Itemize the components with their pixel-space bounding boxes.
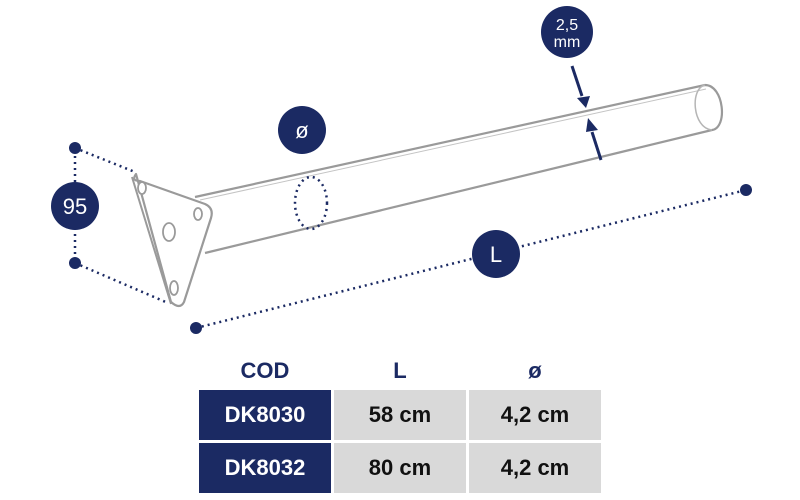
tube-end-cap [694, 84, 713, 131]
thickness-arrow-top-icon [577, 96, 590, 108]
cell-code: DK8030 [199, 390, 331, 443]
plate-hole-right [193, 207, 203, 221]
cell-diameter: 4,2 cm [469, 443, 601, 493]
mounting-plate [131, 172, 213, 308]
plate-edge [131, 176, 172, 305]
spec-table: COD L ø DK8030 58 cm 4,2 cm DK8032 80 cm… [196, 352, 604, 493]
thickness-badge [541, 6, 593, 58]
cell-diameter: 4,2 cm [469, 390, 601, 443]
tube-outline [194, 83, 724, 255]
tube [194, 83, 724, 255]
leg-diagram: 95 L ø 2,5 mm [51, 6, 752, 334]
tube-inner-line [199, 88, 707, 201]
height-dot-bottom [69, 257, 81, 269]
plate-hole-bottom [169, 280, 179, 296]
length-badge-label: L [490, 242, 502, 267]
table-row: DK8032 80 cm 4,2 cm [199, 443, 601, 493]
diameter-badge-label: ø [295, 118, 308, 143]
length-dotted-line [195, 188, 747, 330]
thickness-arrow-bottom-icon [586, 118, 598, 132]
length-badge [472, 230, 520, 278]
length-dot-end [740, 184, 752, 196]
diameter-section-ellipse [293, 175, 329, 231]
height-bottom-leader [74, 261, 169, 305]
thickness-arrow-bottom-shaft [590, 131, 603, 161]
thickness-arrow-top-shaft [570, 65, 584, 97]
table-header-row: COD L ø [199, 352, 601, 390]
plate-hole-center [162, 222, 176, 242]
height-top-leader [74, 146, 136, 174]
cell-length: 58 cm [334, 390, 466, 443]
header-diameter: ø [528, 358, 542, 383]
diameter-dimension: ø [278, 106, 326, 154]
diameter-badge [278, 106, 326, 154]
thickness-badge-unit: mm [554, 34, 581, 51]
height-dot-top [69, 142, 81, 154]
header-cod: COD [240, 358, 290, 383]
plate-hole-top [137, 181, 147, 195]
length-dot-start [190, 322, 202, 334]
header-length: L [393, 358, 407, 383]
height-dimension: 95 [51, 142, 169, 305]
length-dimension: L [190, 184, 752, 334]
thickness-dimension: 2,5 mm [541, 6, 603, 161]
cell-length: 80 cm [334, 443, 466, 493]
thickness-badge-value: 2,5 [556, 17, 578, 34]
table-row: DK8030 58 cm 4,2 cm [199, 390, 601, 443]
height-badge-label: 95 [63, 194, 87, 219]
cell-code: DK8032 [199, 443, 331, 493]
height-badge [51, 182, 99, 230]
